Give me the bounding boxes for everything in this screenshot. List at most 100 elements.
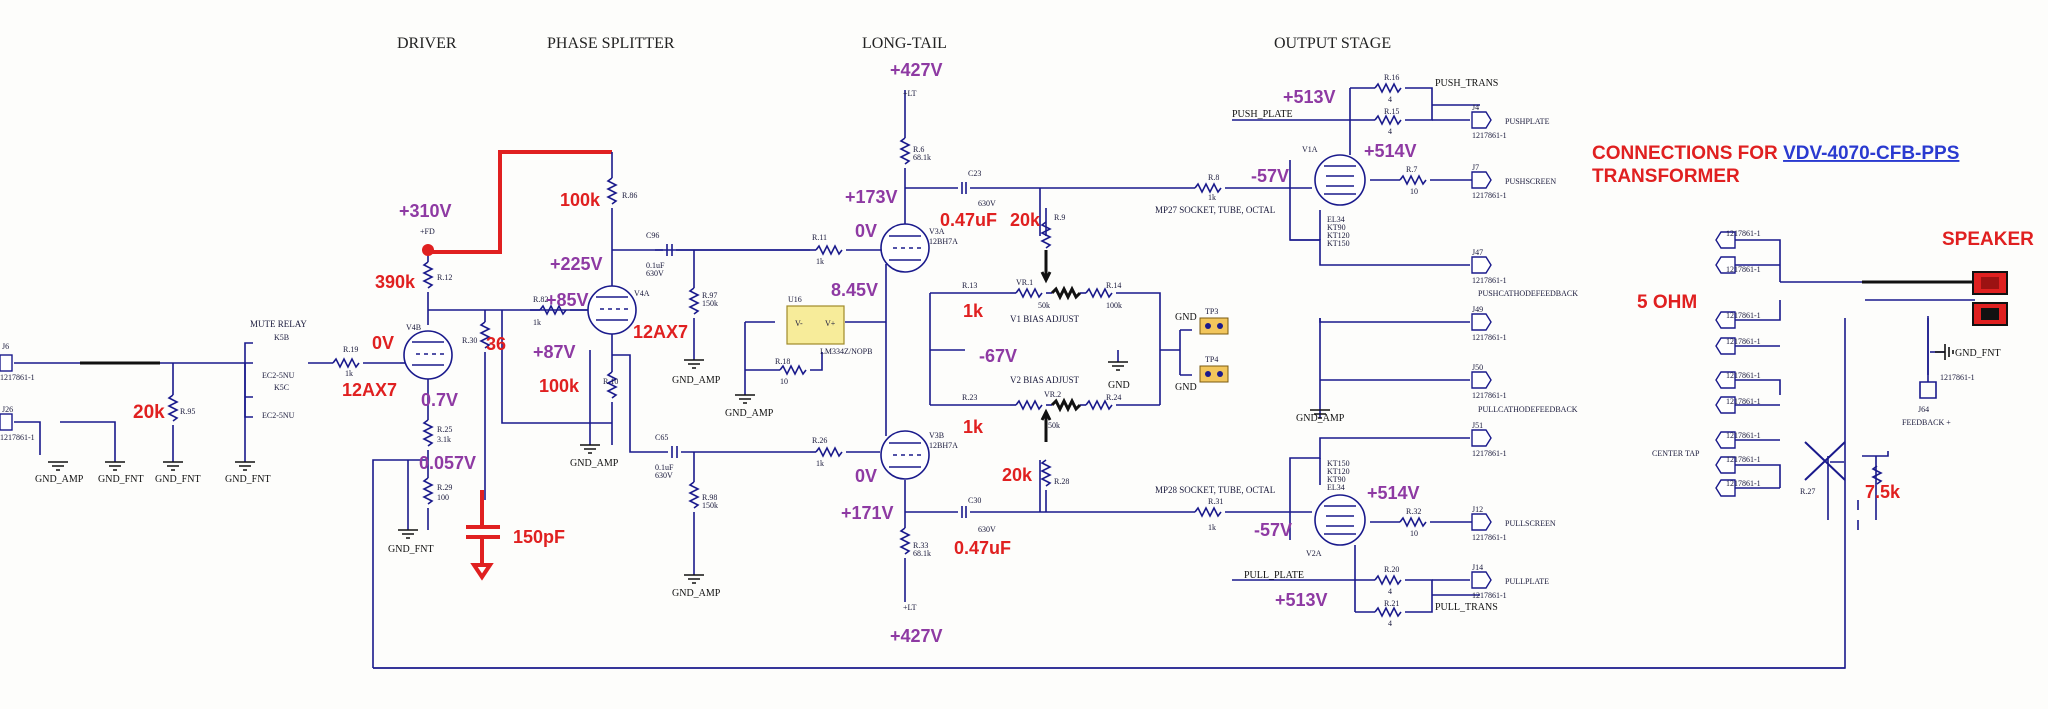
r19-label: R.19: [343, 345, 358, 354]
tj-part-8: 1217861-1: [1726, 455, 1761, 464]
j64-label: J64: [1918, 405, 1929, 414]
tj-part-1: 1217861-1: [1726, 229, 1761, 238]
voltage-513-top: +513V: [1283, 87, 1336, 107]
j26-connector[interactable]: [0, 413, 13, 431]
tube-v2a[interactable]: [1314, 494, 1366, 546]
j4-label: J4: [1472, 103, 1479, 112]
r7-label: R.7: [1406, 165, 1417, 174]
v3a-type: 12BH7A: [929, 237, 958, 246]
r6-label: R.6: [913, 145, 924, 154]
voltage-8-45: 8.45V: [831, 280, 878, 300]
u16-lm334-chip[interactable]: [786, 305, 845, 345]
r97-label: R.97: [702, 291, 717, 300]
socket-label-bot: MP28 SOCKET, TUBE, OCTAL: [1155, 485, 1275, 495]
r98-value: 150k: [702, 501, 718, 510]
v4a-label: V4A: [634, 289, 650, 298]
net-pushplate: PUSHPLATE: [1505, 117, 1550, 126]
r14-label: R.14: [1106, 281, 1121, 290]
r19-value: 1k: [345, 369, 353, 378]
r95-label: R.95: [180, 407, 195, 416]
ground-driver: [397, 529, 419, 539]
speaker-terminal-positive-inner: [1981, 277, 1999, 289]
test-point-tp4[interactable]: [1199, 365, 1229, 383]
net-gnd-amp-4: GND_AMP: [672, 588, 721, 599]
tube-v4a[interactable]: [587, 285, 637, 335]
r21-value: 4: [1388, 619, 1392, 628]
anno-20k-top: 20k: [1010, 210, 1041, 230]
ground-u16: [734, 394, 756, 404]
r32-value: 10: [1410, 529, 1418, 538]
voltage-514-top: +514V: [1364, 141, 1417, 161]
net-pull-trans: PULL_TRANS: [1435, 602, 1498, 613]
output-connectors[interactable]: [1471, 111, 1492, 589]
tj-part-6: 1217861-1: [1726, 397, 1761, 406]
r27-label: R.27: [1800, 487, 1815, 496]
ground-speaker: [1935, 344, 1954, 360]
r82-label: R.82: [533, 295, 548, 304]
voltage-0-bot: 0V: [855, 466, 877, 486]
r98-label: R.98: [702, 493, 717, 502]
splitter-wiring: [589, 152, 880, 575]
anno-390k: 390k: [375, 272, 416, 292]
j4-part: 1217861-1: [1472, 131, 1507, 140]
net-gnd-fnt-4: GND_FNT: [388, 544, 434, 555]
voltage-173: +173V: [845, 187, 898, 207]
j51-label: J51: [1472, 421, 1483, 430]
r13-label: R.13: [962, 281, 977, 290]
tube-v4a-elements: [596, 296, 628, 321]
r32-label: R.32: [1406, 507, 1421, 516]
u16-wiring: [744, 321, 886, 395]
driver-wiring: [372, 250, 620, 668]
tube-v1a[interactable]: [1314, 154, 1366, 206]
net-push-trans: PUSH_TRANS: [1435, 78, 1498, 89]
v2a-el34: EL34: [1327, 483, 1345, 492]
j26-label: J26: [2, 405, 13, 414]
c96-value: 0.1uF: [646, 261, 665, 270]
r26-value: 1k: [816, 459, 824, 468]
ground-splitter: [579, 359, 705, 584]
j51-part: 1217861-1: [1472, 449, 1507, 458]
ground-bias: [1107, 361, 1129, 371]
c96-voltage: 630V: [646, 269, 664, 278]
socket-label-top: MP27 SOCKET, TUBE, OCTAL: [1155, 205, 1275, 215]
net-gnd-fnt-3: GND_FNT: [225, 474, 271, 485]
j12-label: J12: [1472, 505, 1483, 514]
net-pullplate: PULLPLATE: [1505, 577, 1549, 586]
anno-12ax7-splitter: 12AX7: [633, 322, 688, 342]
connections-suffix: TRANSFORMER: [1592, 166, 1740, 187]
bias-pots: [1040, 250, 1082, 442]
tube-v3b-elements: [889, 442, 921, 468]
r86-label: R.86: [622, 191, 637, 200]
r26-label: R.26: [812, 436, 827, 445]
j6-connector[interactable]: [0, 354, 13, 372]
j6-part: 1217861-1: [0, 373, 35, 382]
v2a-label: V2A: [1306, 549, 1322, 558]
voltage-neg-67: -67V: [979, 346, 1017, 366]
section-title-phase-splitter: PHASE SPLITTER: [547, 35, 675, 52]
test-point-tp3[interactable]: [1199, 317, 1229, 335]
highlight-wire-b-plus: [428, 150, 612, 254]
voltage-171: +171V: [841, 503, 894, 523]
anno-1k-bot: 1k: [963, 417, 984, 437]
transformer-link[interactable]: VDV-4070-CFB-PPS: [1783, 143, 1959, 164]
r11-label: R.11: [812, 233, 827, 242]
v3a-label: V3A: [929, 227, 945, 236]
v2a-kt150: KT150: [1327, 459, 1350, 468]
c65-label: C65: [655, 433, 668, 442]
longtail-wiring: [880, 90, 1286, 602]
voltage-0-driver: 0V: [372, 333, 394, 353]
j50-part: 1217861-1: [1472, 391, 1507, 400]
voltage-310: +310V: [399, 201, 452, 221]
v1a-label: V1A: [1302, 145, 1318, 154]
j64-connector[interactable]: [1919, 378, 1937, 399]
tube-v4b[interactable]: [403, 330, 453, 380]
r11-value: 1k: [816, 257, 824, 266]
tp3-label: TP3: [1205, 307, 1218, 316]
anno-12ax7-driver: 12AX7: [342, 380, 397, 400]
tp3-pin-1: [1205, 323, 1211, 329]
c23-label: C23: [968, 169, 981, 178]
v4b-label: V4B: [406, 323, 421, 332]
net-gnd-amp-2: GND_AMP: [570, 458, 619, 469]
j49-label: J49: [1472, 305, 1483, 314]
